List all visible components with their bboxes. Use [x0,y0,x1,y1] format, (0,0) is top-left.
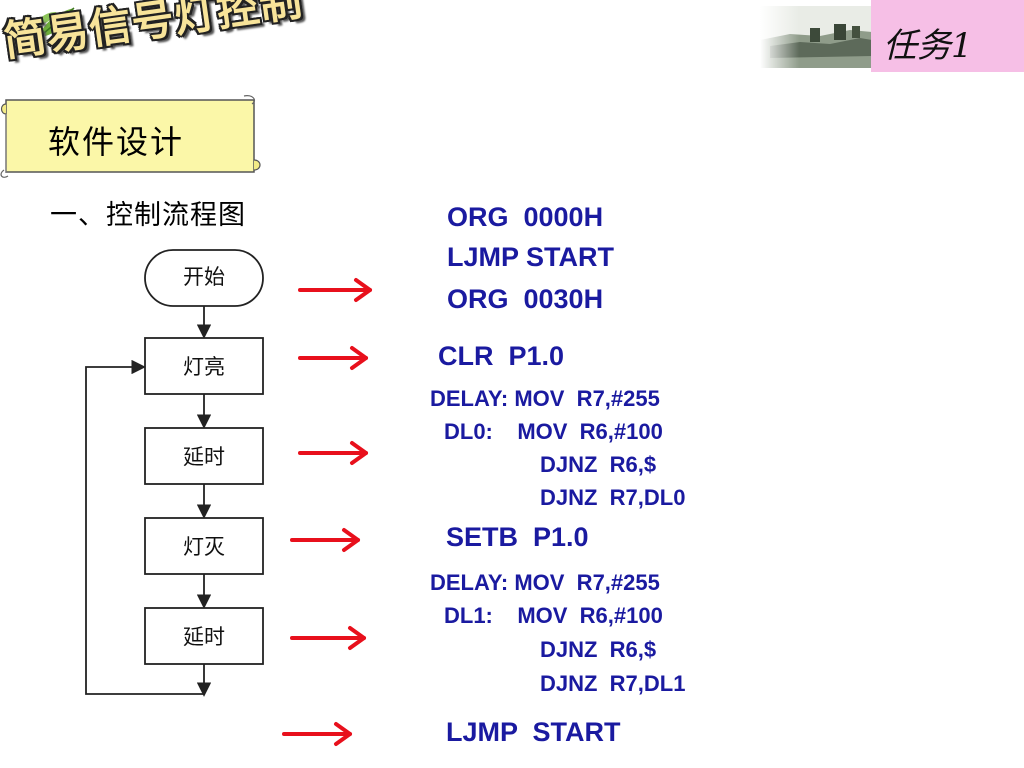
page-title: 简易信号灯控制 [0,0,306,67]
code-line: SETB P1.0 [446,522,589,552]
flow-loop-line [85,359,204,695]
flow-start-label: 开始 [183,265,225,289]
right-arrow-icon [290,528,360,552]
code-line: CLR P1.0 [438,341,565,371]
code-line: DJNZ R7,DL1 [540,671,686,696]
task-badge [871,0,1024,72]
flow-step-delay-2 [144,607,264,665]
flowchart-heading: 一、控制流程图 [50,200,246,231]
banner-label: 软件设计 [48,123,185,161]
task-label: 任务1 [883,26,973,66]
code-line: DJNZ R6,$ [540,452,657,477]
code-line: DJNZ R6,$ [540,637,657,662]
code-line: ORG 0030H [447,284,604,314]
right-arrow-icon [298,441,368,465]
right-arrow-icon [282,722,352,746]
code-line: DJNZ R7,DL0 [540,485,686,510]
decorative-photo-strip [760,6,872,68]
code-line: ORG 0000H [447,202,604,232]
right-arrow-icon [290,626,366,650]
code-line: DELAY: MOV R7,#255 [430,570,660,595]
code-line: DELAY: MOV R7,#255 [430,386,660,411]
code-line: LJMP START [446,717,621,747]
code-line: DL1: MOV R6,#100 [444,603,663,628]
scroll-banner [0,95,261,178]
flow-step-delay-1 [144,427,264,485]
flow-step-light-off [144,517,264,575]
flow-step-label: 灯亮 [183,355,225,379]
right-arrow-icon [298,346,368,370]
flow-step-label: 延时 [183,445,225,469]
code-line: LJMP START [447,242,615,272]
right-arrow-icon [298,278,372,302]
leaf-icon [34,7,75,39]
arrow-column [282,278,372,746]
code-line: DL0: MOV R6,#100 [444,419,663,444]
flowchart: 开始 灯亮 延时 灯灭 延时 [85,249,264,697]
flow-step-label: 延时 [183,625,225,649]
flow-step-light-on [144,337,264,395]
flow-step-label: 灯灭 [183,535,225,559]
